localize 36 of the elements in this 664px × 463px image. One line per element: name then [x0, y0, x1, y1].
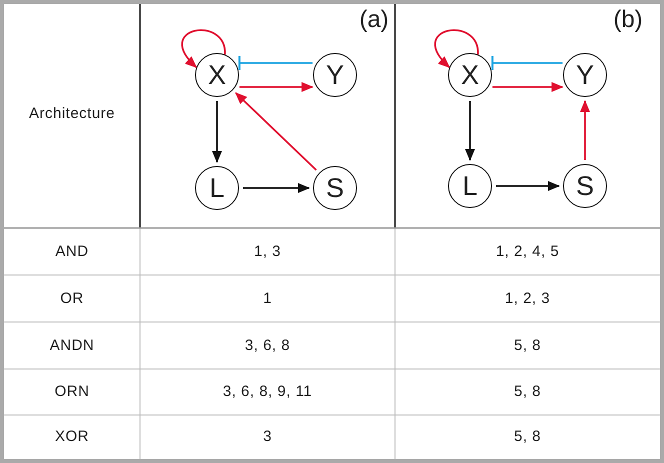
row-label: XOR: [55, 428, 89, 446]
arrow: [465, 101, 475, 161]
node-circle: Y: [313, 53, 357, 97]
arrow: [580, 100, 590, 160]
row-label: ORN: [54, 383, 90, 401]
node-circle: S: [313, 166, 357, 210]
node-circle: Y: [563, 53, 607, 97]
cell-value: 5, 8: [514, 428, 542, 446]
arrow: [235, 92, 317, 171]
arrow: [496, 181, 560, 191]
row-label: AND: [55, 242, 89, 260]
cell-value: 3, 6, 8, 9, 11: [222, 383, 312, 401]
self-loop-arrow: [434, 29, 479, 68]
self-loop-arrow: [181, 29, 226, 68]
node-circle: S: [563, 164, 607, 208]
arrow: [212, 101, 222, 163]
row-label: OR: [60, 290, 84, 308]
cell-value: 1, 3: [254, 242, 282, 260]
panel-label: (b): [613, 6, 643, 34]
cell-value: 1, 2, 4, 5: [496, 242, 560, 260]
row-label: ANDN: [50, 336, 94, 354]
node-circle: X: [195, 53, 239, 97]
node-circle: L: [195, 166, 239, 210]
node-circle: L: [448, 164, 492, 208]
arrow: [239, 82, 314, 92]
cell-value: 1, 2, 3: [504, 290, 550, 308]
header-label: Architecture: [28, 105, 116, 123]
cell-value: 5, 8: [514, 336, 542, 354]
panel-label: (a): [359, 6, 389, 34]
cell-value: 3, 6, 8: [244, 336, 290, 354]
cell-value: 1: [263, 290, 272, 308]
arrow: [243, 183, 310, 193]
cell-value: 5, 8: [514, 383, 542, 401]
node-circle: X: [448, 53, 492, 97]
cell-value: 3: [263, 428, 272, 446]
arrow: [492, 82, 564, 92]
